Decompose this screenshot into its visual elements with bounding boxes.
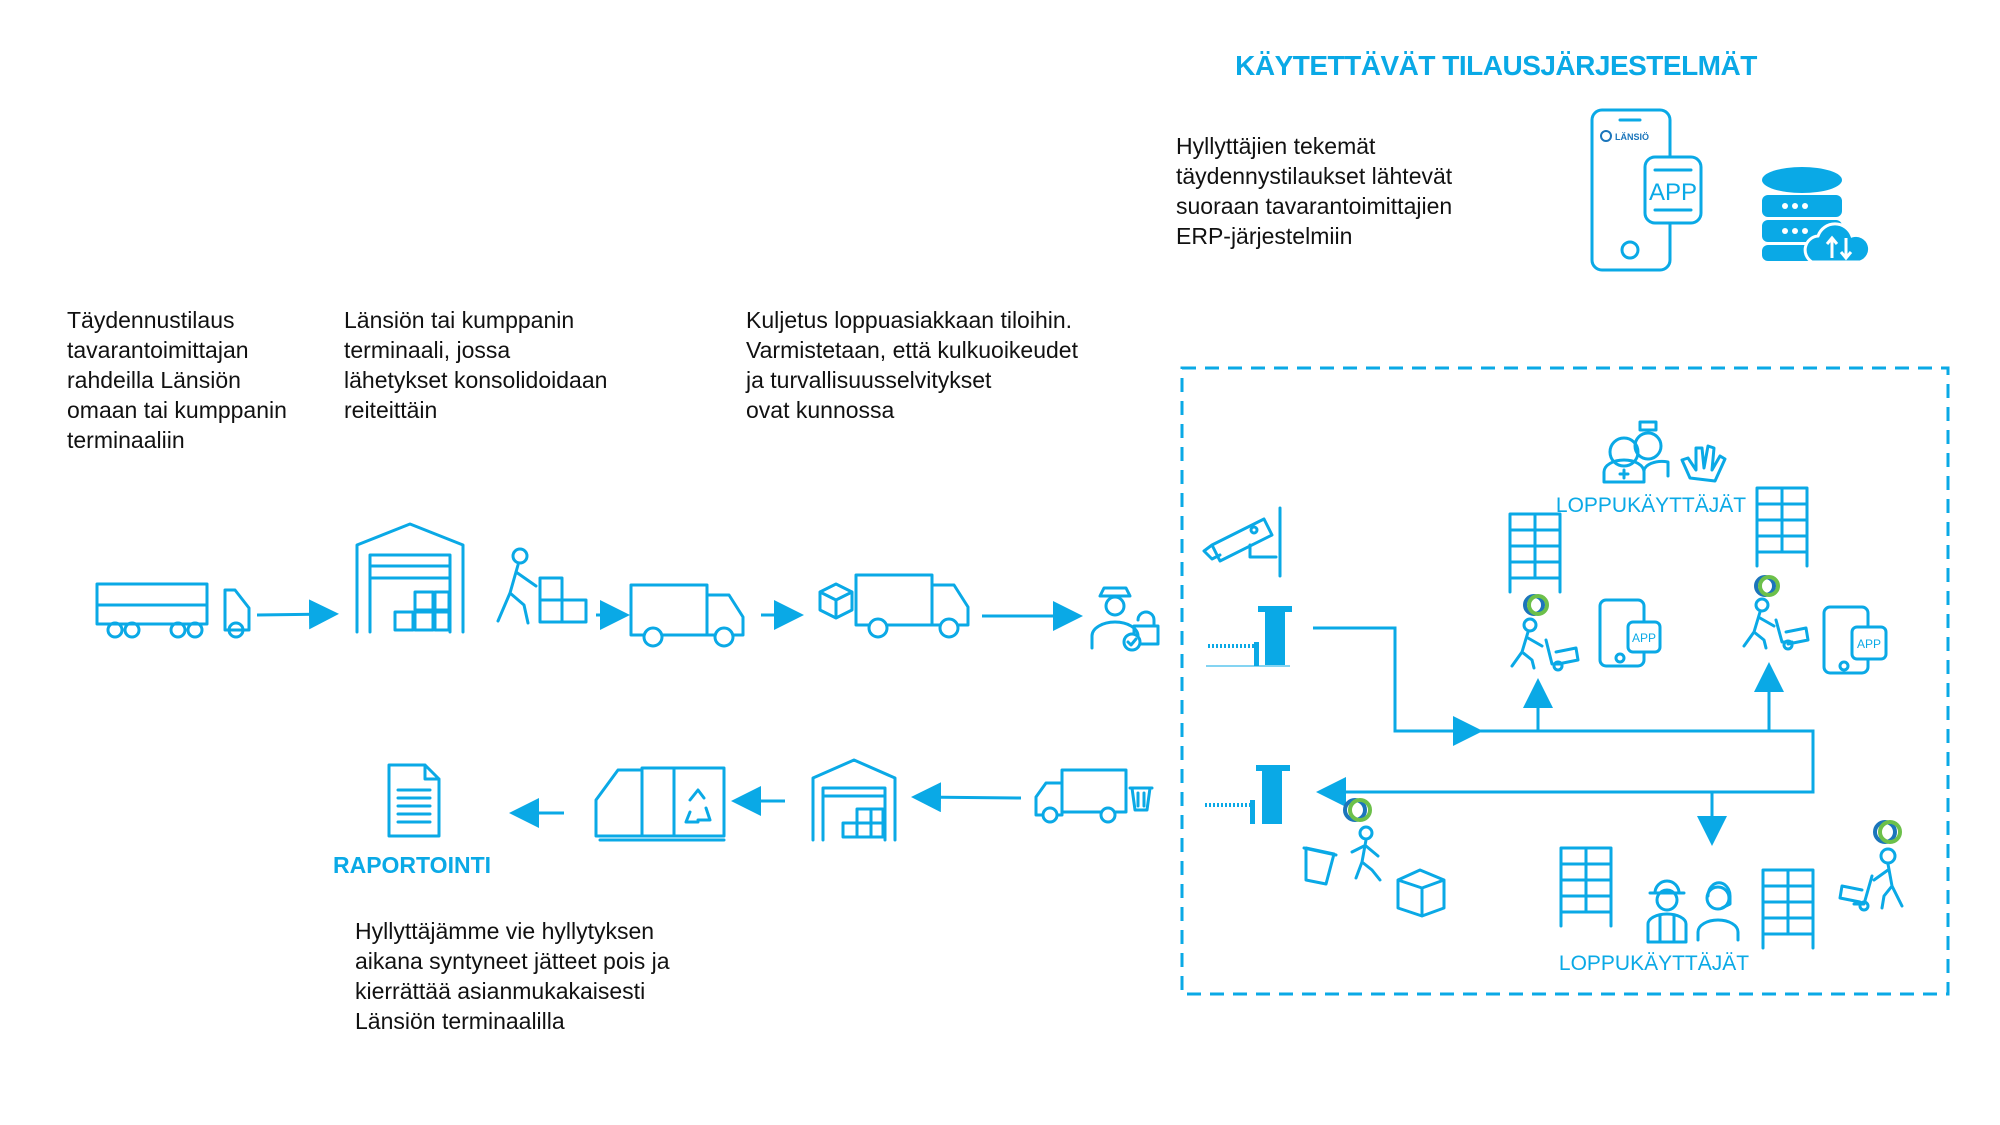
order-systems-description: Hyllyttäjien tekemät täydennystilaukset … <box>1176 131 1452 251</box>
customer-service-agent-icon <box>1696 881 1740 942</box>
construction-worker-icon <box>1646 879 1688 944</box>
internal-flow-line <box>1313 626 1815 807</box>
return-warehouse-icon <box>811 758 897 842</box>
text-line: suoraan tavarantoimittajien <box>1176 193 1453 219</box>
mobile-app-small-icon: APP <box>1822 605 1888 675</box>
text-line: lähetykset konsolidoidaan <box>344 367 608 393</box>
recycling-truck-icon <box>594 766 726 842</box>
waste-collector-icon <box>1302 798 1446 918</box>
waste-truck-icon <box>1034 768 1154 824</box>
text-line: omaan tai kumppanin <box>67 397 287 423</box>
security-guard-icon <box>1090 586 1160 652</box>
flow-arrow <box>256 599 339 630</box>
text-line: täydennystilaukset lähtevät <box>1176 163 1453 189</box>
mobile-app-small-icon: APP <box>1598 598 1662 668</box>
mobile-app-icon: LÄNSIÖ APP <box>1590 108 1703 272</box>
text-line: ovat kunnossa <box>746 397 895 423</box>
text-line: kierrättää asianmukakaisesti <box>355 978 646 1004</box>
supplier-truck-icon <box>95 582 251 639</box>
access-gate-top-icon <box>1206 606 1292 667</box>
text-line: ja turvallisuusselvitykset <box>746 367 992 393</box>
text-line: Varmistetaan, että kulkuoikeudet <box>746 337 1078 363</box>
flow-arrow <box>911 782 1022 813</box>
shelf-icon <box>1508 512 1562 594</box>
app-label-small: APP <box>1857 637 1881 651</box>
security-camera-icon <box>1202 506 1282 578</box>
delivery-van-icon <box>629 583 745 648</box>
shelf-icon <box>1761 868 1815 950</box>
brand-logo-text: LÄNSIÖ <box>1615 132 1649 142</box>
report-document-icon <box>387 763 441 838</box>
text-line: Länsiön terminaalilla <box>355 1008 565 1034</box>
text-line: ERP-järjestelmiin <box>1176 223 1353 249</box>
text-line: tavarantoimittajan <box>67 337 249 363</box>
text-line: terminaali, jossa <box>344 337 511 363</box>
text-line: reiteittäin <box>344 397 438 423</box>
waste-text: Hyllyttäjämme vie hyllytyksen aikana syn… <box>355 916 670 1036</box>
customer-premises-boundary <box>1180 366 1950 996</box>
text-line: terminaaliin <box>67 427 185 453</box>
terminal-warehouse-icon <box>355 522 465 634</box>
end-users-bottom-label: LOPPUKÄYTTÄJÄT <box>1558 952 1750 975</box>
stocker-with-trolley-icon <box>1838 820 1904 912</box>
transport-text: Kuljetus loppuasiakkaan tiloihin. Varmis… <box>746 305 1078 425</box>
end-users-top-label: LOPPUKÄYTTÄJÄT <box>1555 494 1747 517</box>
reporting-label: RAPORTOINTI <box>332 852 492 878</box>
text-line: Hyllyttäjien tekemät <box>1176 133 1376 159</box>
stocker-with-trolley-icon <box>1510 594 1580 672</box>
healthcare-staff-icon <box>1602 420 1727 484</box>
text-line: Hyllyttäjämme vie hyllytyksen <box>355 918 655 944</box>
text-line: Täydennustilaus <box>67 307 235 333</box>
text-line: Länsiön tai kumppanin <box>344 307 575 333</box>
app-label: APP <box>1649 179 1697 206</box>
shelf-icon <box>1559 846 1613 928</box>
shelf-icon <box>1755 486 1809 568</box>
order-systems-title: KÄYTETTÄVÄT TILAUSJÄRJESTELMÄT <box>1235 50 1757 81</box>
text-line: aikana syntyneet jätteet pois ja <box>355 948 670 974</box>
app-label-small: APP <box>1632 631 1656 645</box>
database-cloud-icon <box>1762 167 1872 264</box>
supplier-delivery-text: Täydennustilaus tavarantoimittajan rahde… <box>67 305 287 455</box>
van-with-parcel-icon <box>818 573 970 639</box>
terminal-text: Länsiön tai kumppanin terminaali, jossa … <box>344 305 607 425</box>
access-gate-bottom-icon <box>1205 765 1290 824</box>
text-line: Kuljetus loppuasiakkaan tiloihin. <box>746 307 1073 333</box>
text-line: rahdeilla Länsiön <box>67 367 241 393</box>
worker-carrying-boxes-icon <box>496 547 588 625</box>
stocker-with-trolley-icon <box>1742 575 1810 651</box>
